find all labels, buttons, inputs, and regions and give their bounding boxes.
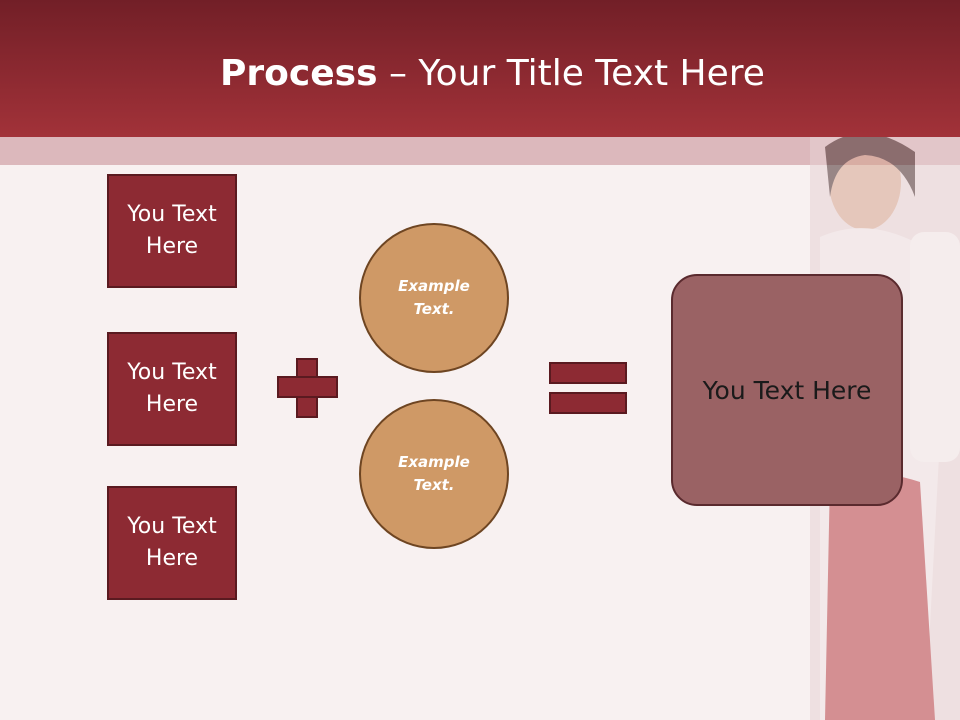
input-box-1-label: You Text Here <box>127 202 217 259</box>
equals-sign-bar <box>549 392 627 414</box>
example-circle-1-label: Example Text. <box>398 277 470 318</box>
result-box: You Text Here <box>671 274 903 506</box>
input-box-3-label: You Text Here <box>127 514 217 571</box>
input-box-2-label: You Text Here <box>127 360 217 417</box>
input-box-2: You Text Here <box>107 332 237 446</box>
result-box-label: You Text Here <box>702 375 872 405</box>
input-box-1: You Text Here <box>107 174 237 288</box>
title-banner-strip <box>0 137 960 165</box>
example-circle-1: Example Text. <box>359 223 509 373</box>
example-circle-2: Example Text. <box>359 399 509 549</box>
plus-sign-center <box>298 378 316 396</box>
title-banner <box>0 0 960 137</box>
slide-title: Process – Your Title Text Here <box>0 52 960 96</box>
title-bold: Process <box>220 53 378 94</box>
equals-sign-icon <box>549 362 627 384</box>
example-circle-2-label: Example Text. <box>398 453 470 494</box>
title-rest: – Your Title Text Here <box>377 53 765 94</box>
input-box-3: You Text Here <box>107 486 237 600</box>
